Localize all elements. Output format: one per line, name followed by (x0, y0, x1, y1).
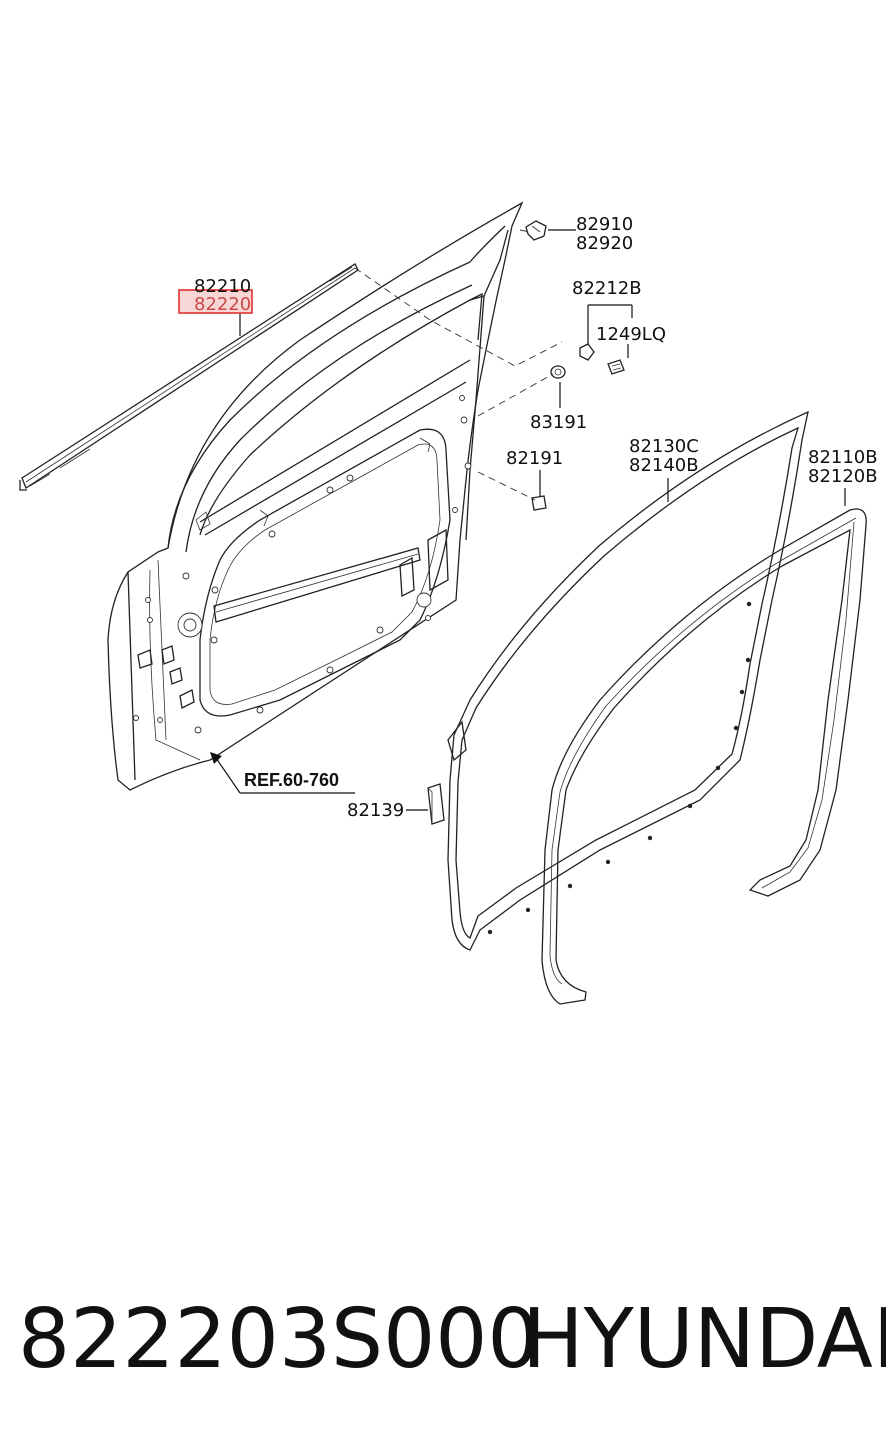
callout-82130C: 82130C (629, 436, 699, 457)
clip-82910 (525, 220, 547, 241)
callout-ref-60-760: REF.60-760 (244, 770, 339, 790)
footer: 822203S000 HYUNDAI (0, 1290, 886, 1400)
brand-name: HYUNDAI (522, 1292, 886, 1387)
callout-82191: 82191 (506, 448, 563, 469)
grommet-82191 (531, 495, 547, 511)
clip-82212B (579, 343, 595, 361)
screw-1249LQ (607, 359, 625, 375)
callout-82140B: 82140B (629, 455, 699, 476)
pad-82139 (427, 783, 445, 825)
door-weatherstrip (541, 508, 867, 1005)
callout-82910: 82910 (576, 214, 633, 235)
callout-82920: 82920 (576, 233, 633, 254)
callout-82220: 82220 (194, 294, 251, 315)
callout-83191: 83191 (530, 412, 587, 433)
door-parts-diagram: 82910 82920 82210 82220 82212B 1249LQ 83… (19, 201, 878, 1005)
body-weatherstrip (447, 410, 809, 951)
callout-82120B: 82120B (808, 466, 878, 487)
callout-1249LQ: 1249LQ (596, 324, 666, 345)
reference-lines (354, 229, 563, 501)
callout-82212B: 82212B (572, 278, 642, 299)
door-inner-panel (107, 201, 524, 791)
callout-82210: 82210 (194, 276, 251, 297)
grommet-83191 (550, 365, 566, 379)
leader-lines (210, 229, 846, 811)
part-number: 822203S000 (18, 1292, 540, 1387)
callout-82110B: 82110B (808, 447, 878, 468)
highlight-box (178, 289, 253, 314)
callout-82139: 82139 (347, 800, 404, 821)
